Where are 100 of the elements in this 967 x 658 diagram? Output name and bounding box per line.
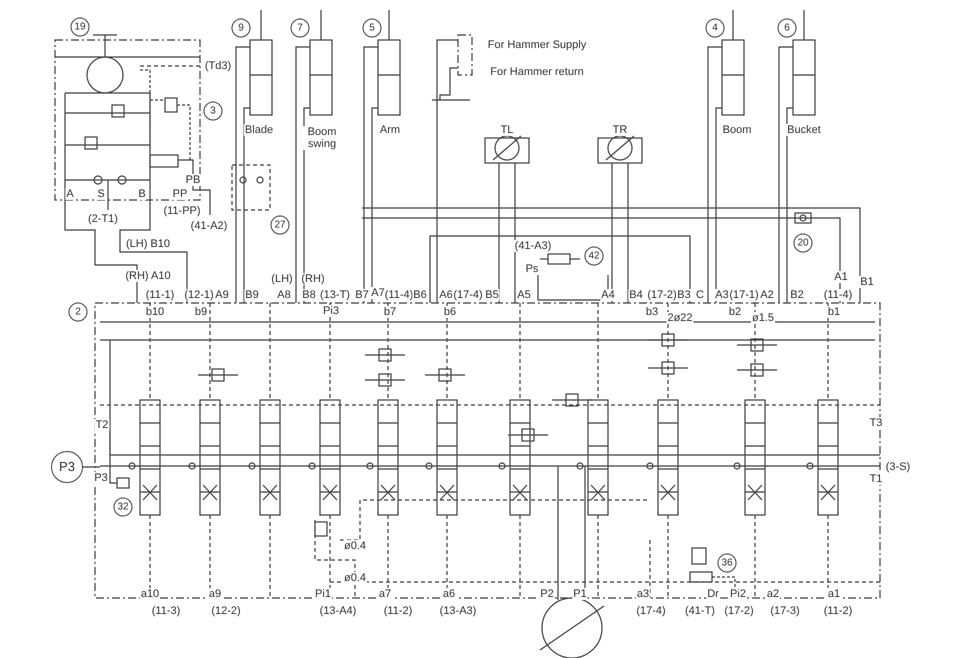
component-label: Arm — [378, 124, 402, 136]
callout-number: 7 — [290, 18, 310, 38]
port-label: PP — [172, 188, 188, 200]
port-label: ø0.4 — [343, 572, 367, 584]
port-label: P3 — [93, 472, 109, 484]
port-label: (11-PP) — [162, 205, 202, 217]
port-label: Pi2 — [729, 588, 747, 600]
port-label: T2 — [94, 419, 110, 431]
callout-number: 2 — [68, 302, 88, 322]
port-label: A3 — [714, 289, 730, 301]
port-label: (17-2) — [646, 289, 678, 301]
port-label: (Td3) — [204, 60, 232, 72]
port-label: ø1.5 — [751, 312, 775, 324]
port-label: A1 — [833, 271, 849, 283]
port-label: (17-4) — [452, 289, 484, 301]
port-label: a3 — [636, 588, 650, 600]
port-callout: P3 — [51, 451, 83, 483]
port-label: C — [695, 289, 705, 301]
port-label: (12-2) — [210, 605, 242, 617]
callout-number: 5 — [362, 18, 382, 38]
port-label: B7 — [354, 289, 370, 301]
port-label: (41-A2) — [190, 220, 228, 232]
port-label: (13-T) — [319, 289, 351, 301]
port-label: A — [65, 188, 75, 200]
port-label: (17-1) — [728, 289, 760, 301]
callout-number: 9 — [232, 18, 250, 38]
port-label: (13-A3) — [438, 605, 478, 617]
port-label: B3 — [676, 289, 692, 301]
component-label: TL — [500, 124, 514, 136]
port-label: b2 — [728, 306, 742, 318]
port-label: A5 — [516, 289, 532, 301]
port-label: (RH) A10 — [124, 270, 172, 282]
port-label: T3 — [868, 417, 884, 429]
port-label: A6 — [438, 289, 454, 301]
callout-number: 27 — [270, 216, 290, 234]
component-label: Bucket — [786, 124, 822, 136]
port-label: a7 — [378, 588, 392, 600]
port-label: (13-A4) — [318, 605, 358, 617]
port-label: b7 — [382, 306, 398, 318]
callout-number: 20 — [794, 234, 812, 252]
port-label: (RH) — [300, 273, 326, 285]
port-label: A4 — [600, 289, 616, 301]
port-label: a9 — [208, 588, 222, 600]
port-label: (12-1) — [183, 289, 215, 301]
port-label: a1 — [826, 588, 842, 600]
port-label: (41-T) — [684, 605, 716, 617]
port-label: B8 — [301, 289, 317, 301]
note-text: For Hammer return — [489, 66, 585, 78]
port-label: a10 — [140, 588, 160, 600]
port-label: b10 — [144, 306, 166, 318]
port-label: A8 — [276, 289, 292, 301]
callout-number: 42 — [584, 246, 604, 266]
port-label: T1 — [868, 473, 884, 485]
callout-number: 6 — [778, 18, 796, 38]
port-label: P1 — [572, 588, 588, 600]
port-label: b6 — [442, 306, 458, 318]
port-label: P2 — [539, 588, 555, 600]
port-label: PB — [184, 174, 202, 186]
component-label: TR — [612, 124, 628, 136]
port-label: B1 — [859, 276, 875, 288]
port-label: (11-2) — [382, 605, 414, 617]
port-label: (17-2) — [723, 605, 755, 617]
note-text: For Hammer Supply — [486, 39, 588, 51]
port-label: A7 — [370, 287, 386, 299]
port-label: B5 — [484, 289, 500, 301]
port-label: a2 — [766, 588, 780, 600]
port-label: (2-T1) — [87, 213, 119, 225]
port-label: (17-4) — [635, 605, 667, 617]
port-label: B — [137, 188, 147, 200]
port-label: A2 — [759, 289, 775, 301]
port-label: b1 — [826, 306, 842, 318]
port-label: S — [96, 188, 106, 200]
port-label: b3 — [644, 306, 660, 318]
port-label: 2ø22 — [666, 312, 694, 324]
port-label: B4 — [628, 289, 644, 301]
port-label: b9 — [194, 306, 208, 318]
port-label: (LH) B10 — [124, 238, 172, 250]
port-label: (41-A3) — [514, 240, 552, 252]
callout-number: 3 — [204, 102, 222, 120]
component-label: Boom — [722, 124, 752, 136]
callout-number: 32 — [114, 498, 132, 516]
port-label: B6 — [412, 289, 428, 301]
port-label: a6 — [442, 588, 456, 600]
port-label: (11-2) — [822, 605, 854, 617]
port-label: (3-S) — [884, 461, 912, 473]
port-label: Pi1 — [314, 588, 332, 600]
callout-number: 19 — [70, 18, 90, 36]
port-label: B2 — [789, 289, 805, 301]
callout-number: 4 — [706, 18, 724, 38]
port-label: Ps — [524, 263, 540, 275]
port-label: B9 — [244, 289, 260, 301]
port-label: (11-4) — [822, 289, 854, 301]
port-label: (11-1) — [144, 289, 176, 301]
port-label: Pi3 — [322, 305, 340, 317]
port-label: (17-3) — [769, 605, 801, 617]
port-label: ø0.4 — [343, 540, 367, 552]
callout-number: 36 — [718, 554, 736, 572]
component-label: Blade — [244, 124, 274, 136]
port-label: (LH) — [270, 273, 294, 285]
port-label: Dr — [706, 588, 720, 600]
